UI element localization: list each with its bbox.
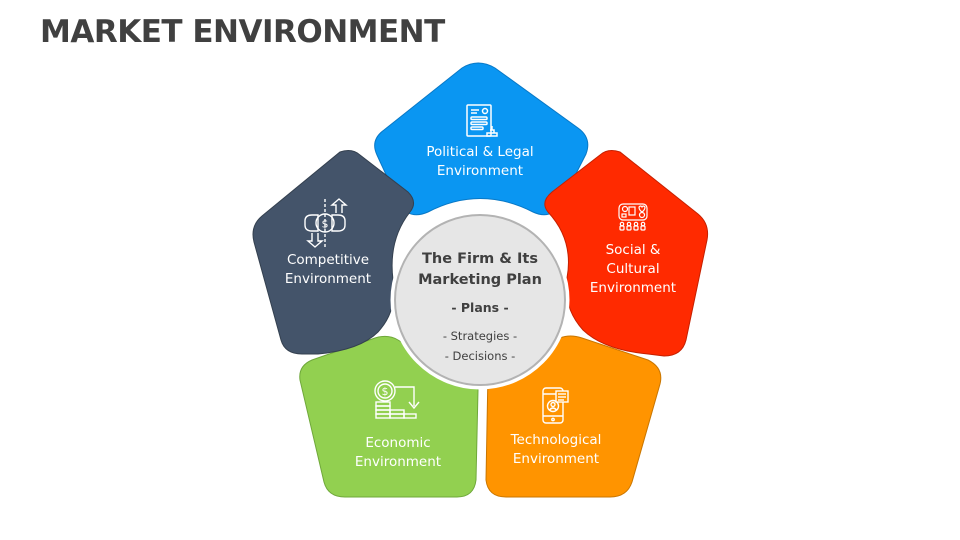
social-community-icon	[618, 203, 648, 231]
segment-social-line3: Environment	[589, 280, 677, 296]
coins-decline-icon: $	[374, 380, 420, 419]
segment-competitive-line1: Competitive	[286, 252, 370, 268]
segment-competitive-shape	[252, 150, 414, 355]
segment-economic-line2: Environment	[354, 454, 442, 470]
segment-economic-line1: Economic	[365, 435, 431, 451]
center-item-decisions: - Decisions -	[444, 349, 516, 363]
center-circle	[390, 210, 570, 390]
segment-competitive-label: Competitive Environment	[268, 251, 388, 289]
legal-document-stamp-icon	[466, 104, 498, 137]
competition-money-exchange-icon: $	[304, 198, 348, 248]
center-title-line2: Marketing Plan	[418, 272, 542, 288]
svg-text:$: $	[322, 218, 329, 231]
segment-technological-label: Technological Environment	[496, 431, 616, 469]
center-item-strategies: - Strategies -	[442, 329, 518, 343]
segment-political-line2: Environment	[436, 163, 524, 179]
segment-technological-line1: Technological	[510, 432, 602, 448]
segment-political-line1: Political & Legal	[426, 144, 534, 160]
svg-text:$: $	[382, 385, 389, 398]
center-title-line1: The Firm & Its	[422, 251, 538, 267]
center-subtitle: - Plans -	[451, 300, 509, 315]
segment-social-label: Social & Cultural Environment	[573, 241, 693, 298]
segment-social-shape	[544, 150, 709, 357]
segment-political-shape	[374, 62, 589, 216]
segment-technological-line2: Environment	[512, 451, 600, 467]
center-title: The Firm & Its Marketing Plan	[400, 249, 560, 291]
smartphone-user-icon	[542, 387, 569, 424]
segment-social-line1: Social &	[605, 242, 661, 258]
page-title: MARKET ENVIRONMENT	[40, 14, 445, 50]
segment-economic-label: Economic Environment	[338, 434, 458, 472]
segment-political-label: Political & Legal Environment	[405, 143, 555, 181]
segment-competitive-line2: Environment	[284, 271, 372, 287]
segment-social-line2: Cultural	[606, 261, 660, 277]
